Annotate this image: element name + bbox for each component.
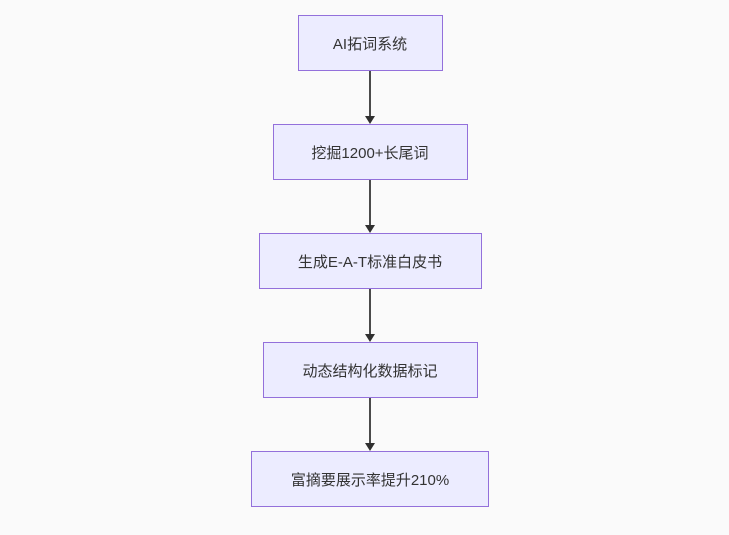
flow-edge-3 bbox=[365, 289, 375, 342]
flow-edge-2 bbox=[365, 180, 375, 233]
node-label: AI拓词系统 bbox=[332, 35, 408, 53]
flow-node-rich-snippet-rate: 富摘要展示率提升210% bbox=[251, 451, 489, 507]
edge-line bbox=[369, 71, 371, 116]
node-label: 挖掘1200+长尾词 bbox=[311, 144, 429, 162]
arrow-down-icon bbox=[365, 116, 375, 124]
flow-edge-1 bbox=[365, 71, 375, 124]
edge-line bbox=[369, 180, 371, 225]
flowchart: AI拓词系统 挖掘1200+长尾词 生成E-A-T标准白皮书 动态结构化数据标记 bbox=[251, 15, 489, 507]
arrow-down-icon bbox=[365, 225, 375, 233]
edge-line bbox=[369, 289, 371, 334]
flow-edge-4 bbox=[365, 398, 375, 451]
flow-node-structured-data-markup: 动态结构化数据标记 bbox=[262, 342, 478, 398]
flow-node-ai-keyword-system: AI拓词系统 bbox=[297, 15, 443, 71]
arrow-down-icon bbox=[365, 334, 375, 342]
flow-node-eat-whitepaper: 生成E-A-T标准白皮书 bbox=[258, 233, 482, 289]
node-label: 富摘要展示率提升210% bbox=[290, 471, 450, 489]
arrow-down-icon bbox=[365, 443, 375, 451]
node-label: 生成E-A-T标准白皮书 bbox=[297, 253, 443, 271]
flow-node-longtail-mining: 挖掘1200+长尾词 bbox=[272, 124, 468, 180]
edge-line bbox=[369, 398, 371, 443]
node-label: 动态结构化数据标记 bbox=[302, 362, 438, 380]
